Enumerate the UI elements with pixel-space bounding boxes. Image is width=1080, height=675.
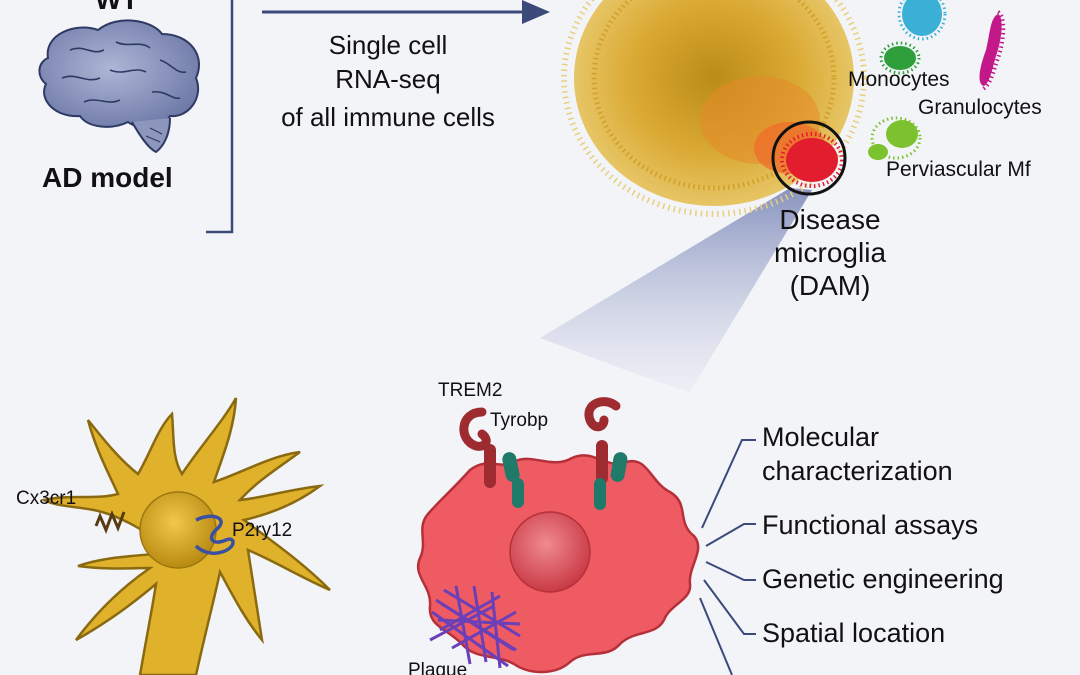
tyrobp-receptor-left-icon [502, 452, 524, 508]
approaches-fan [699, 439, 756, 675]
approach-spatial: Spatial location [762, 618, 946, 648]
method-line-1: Single cell [328, 30, 448, 60]
dam-highlight-circle [771, 120, 847, 196]
approach-molecular: Molecular characterization [762, 420, 1022, 488]
p2ry12-receptor-icon [194, 514, 235, 556]
approach-genetic: Genetic engineering [762, 564, 1004, 594]
trem2-label: TREM2 [438, 380, 503, 401]
dam-cluster [771, 120, 847, 196]
granulocytes-label: Granulocytes [918, 96, 1042, 119]
monocytes-cluster [879, 41, 921, 75]
approach-functional: Functional assays [762, 510, 979, 540]
homeostatic-microglia [40, 397, 331, 675]
trem2-receptor-right-icon [584, 397, 621, 484]
zoom-beam [540, 188, 812, 392]
dam-label-line-3: (DAM) [789, 270, 871, 301]
granulocytes-cluster [979, 10, 1006, 91]
dam-cell [416, 397, 700, 674]
tyrobp-label: Tyrobp [490, 410, 549, 431]
ad-model-label: AD model [42, 162, 173, 193]
cx3cr1-receptor-icon [94, 509, 126, 535]
trem2-receptor-left-icon [459, 407, 496, 488]
dam-label-line-1: Disease [779, 204, 881, 235]
perivascular-cluster [868, 116, 922, 160]
plaque-label: Plaque [408, 660, 468, 675]
p2ry12-label: P2ry12 [232, 520, 293, 541]
microglia-cluster [561, 0, 867, 217]
plaque-icon [429, 585, 521, 669]
arrow-head [522, 0, 550, 24]
blue-cluster [897, 0, 947, 41]
bracket-line [206, 0, 234, 234]
cx3cr1-label: Cx3cr1 [16, 488, 77, 509]
monocytes-label: Monocytes [848, 68, 950, 91]
dam-label-line-2: microglia [773, 237, 887, 268]
method-line-2: RNA-seq [335, 64, 441, 94]
brain-icon [38, 19, 200, 154]
wt-label: WT [95, 0, 139, 16]
method-line-3: of all immune cells [281, 102, 495, 132]
tyrobp-receptor-right-icon [594, 452, 628, 510]
perivascular-label: Perviascular Mf [886, 158, 1031, 181]
